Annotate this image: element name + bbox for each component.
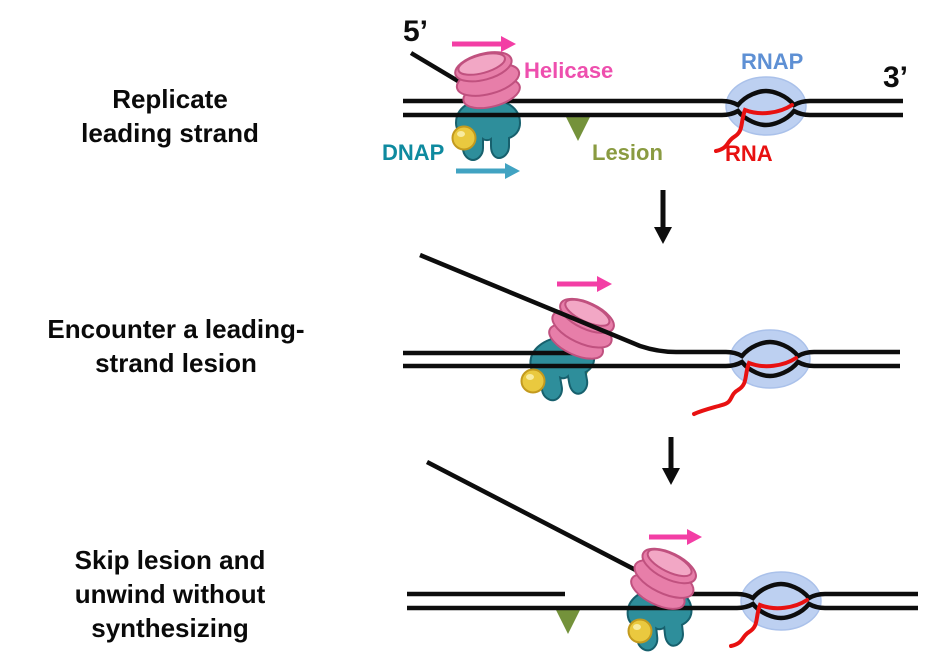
clamp-icon (451, 125, 477, 151)
panel-caption-1: Replicate leading strand (81, 84, 259, 148)
dna-strand-bottom (407, 601, 918, 621)
panel-caption-3: Skip lesion and unwind without synthesiz… (74, 545, 266, 643)
lagging-tail-and-top-strand (419, 252, 900, 359)
step-arrow-1 (654, 190, 672, 244)
rnap-icon (729, 329, 811, 389)
helicase-direction-arrow (557, 276, 612, 292)
five-prime-label: 5’ (403, 15, 428, 48)
dna-strand-bottom (403, 359, 900, 379)
helicase-label: Helicase (524, 58, 613, 83)
rnap-label: RNAP (741, 49, 803, 74)
panel-1-replicate: 5’ 3’ Helicase DNAP Lesion RNAP RNA (382, 15, 908, 179)
clamp-icon (520, 368, 546, 394)
rna-label: RNA (725, 141, 773, 166)
helicase-icon (449, 44, 527, 116)
dna-strand-top-right (674, 581, 918, 601)
dna-strand-bottom (403, 108, 903, 128)
lesion-icon (566, 117, 590, 141)
helicase-direction-arrow (452, 36, 516, 52)
rna-strand (729, 598, 809, 648)
clamp-icon (627, 618, 653, 644)
dna-strand-top (403, 88, 903, 108)
rna-strand (692, 356, 798, 416)
lesion-icon (556, 610, 580, 634)
panel-2-encounter-lesion (403, 252, 900, 416)
rna-strand (714, 103, 794, 153)
dnap-direction-arrow (456, 163, 520, 179)
helicase-direction-arrow (649, 529, 702, 545)
three-prime-label: 3’ (883, 61, 908, 94)
rnap-icon (740, 571, 822, 631)
lesion-label: Lesion (592, 140, 663, 165)
step-arrow-2 (662, 437, 680, 485)
lagging-strand-tail (425, 460, 657, 582)
panel-caption-2: Encounter a leading- strand lesion (47, 314, 305, 378)
panel-3-skip-lesion (407, 460, 918, 654)
dnap-label: DNAP (382, 140, 444, 165)
